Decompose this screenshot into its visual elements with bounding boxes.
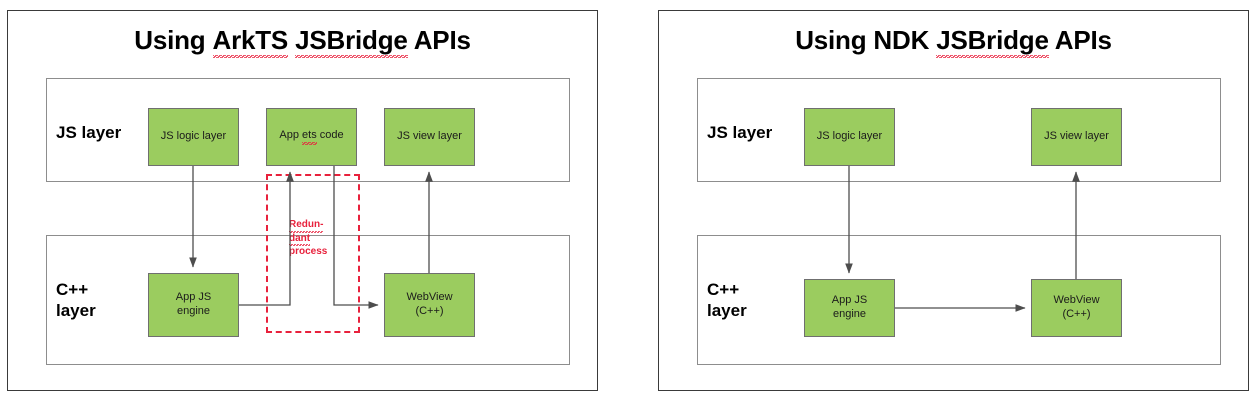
arkts-js-layer-container: [46, 78, 570, 182]
title-misspelled-jsbridge: JSBridge: [295, 25, 408, 58]
ndk-node-js-logic-layer[interactable]: JS logic layer: [804, 108, 895, 166]
panel-ndk-title: Using NDK JSBridge APIs: [659, 25, 1248, 58]
ndk-js-layer-container: [697, 78, 1221, 182]
ndk-title-text-prefix: Using NDK: [795, 25, 937, 55]
arkts-cpp-layer-label: C++ layer: [56, 280, 96, 320]
ndk-node-app-js-engine[interactable]: App JS engine: [804, 279, 895, 337]
arkts-node-js-view-layer[interactable]: JS view layer: [384, 108, 475, 166]
arkts-node-webview-cpp[interactable]: WebView (C++): [384, 273, 475, 337]
ndk-cpp-layer-container: [697, 235, 1221, 365]
app-ets-code-word-app: App: [279, 129, 303, 142]
title-misspelled-arkts: ArkTS: [212, 25, 288, 58]
panel-arkts: Using ArkTS JSBridge APIs JS layer C++ l…: [7, 10, 598, 391]
ndk-cpp-layer-label: C++ layer: [707, 280, 747, 320]
redundant-line-1: Redun-: [289, 219, 324, 233]
title-text-suffix: APIs: [407, 25, 471, 55]
ndk-title-misspelled-jsbridge: JSBridge: [936, 25, 1049, 58]
ndk-node-js-view-layer[interactable]: JS view layer: [1031, 108, 1122, 166]
redundant-line-2: dant: [289, 232, 311, 246]
panel-arkts-title: Using ArkTS JSBridge APIs: [8, 25, 597, 58]
arkts-js-layer-label: JS layer: [56, 123, 122, 142]
arkts-node-js-logic-layer[interactable]: JS logic layer: [148, 108, 239, 166]
ndk-js-layer-label: JS layer: [707, 123, 773, 142]
app-ets-code-misspelled-ets: ets: [302, 129, 317, 145]
ndk-title-text-suffix: APIs: [1048, 25, 1112, 55]
redundant-line-3: process: [289, 246, 328, 257]
app-ets-code-word-code: code: [316, 129, 344, 142]
app-ets-code-text: App ets code: [279, 129, 344, 145]
title-text-prefix: Using: [134, 25, 213, 55]
panel-ndk: Using NDK JSBridge APIs JS layer C++ lay…: [658, 10, 1249, 391]
arkts-node-app-ets-code[interactable]: App ets code: [266, 108, 357, 166]
arkts-node-app-js-engine[interactable]: App JS engine: [148, 273, 239, 337]
ndk-node-webview-cpp[interactable]: WebView (C++): [1031, 279, 1122, 337]
title-text-space: [288, 25, 295, 55]
